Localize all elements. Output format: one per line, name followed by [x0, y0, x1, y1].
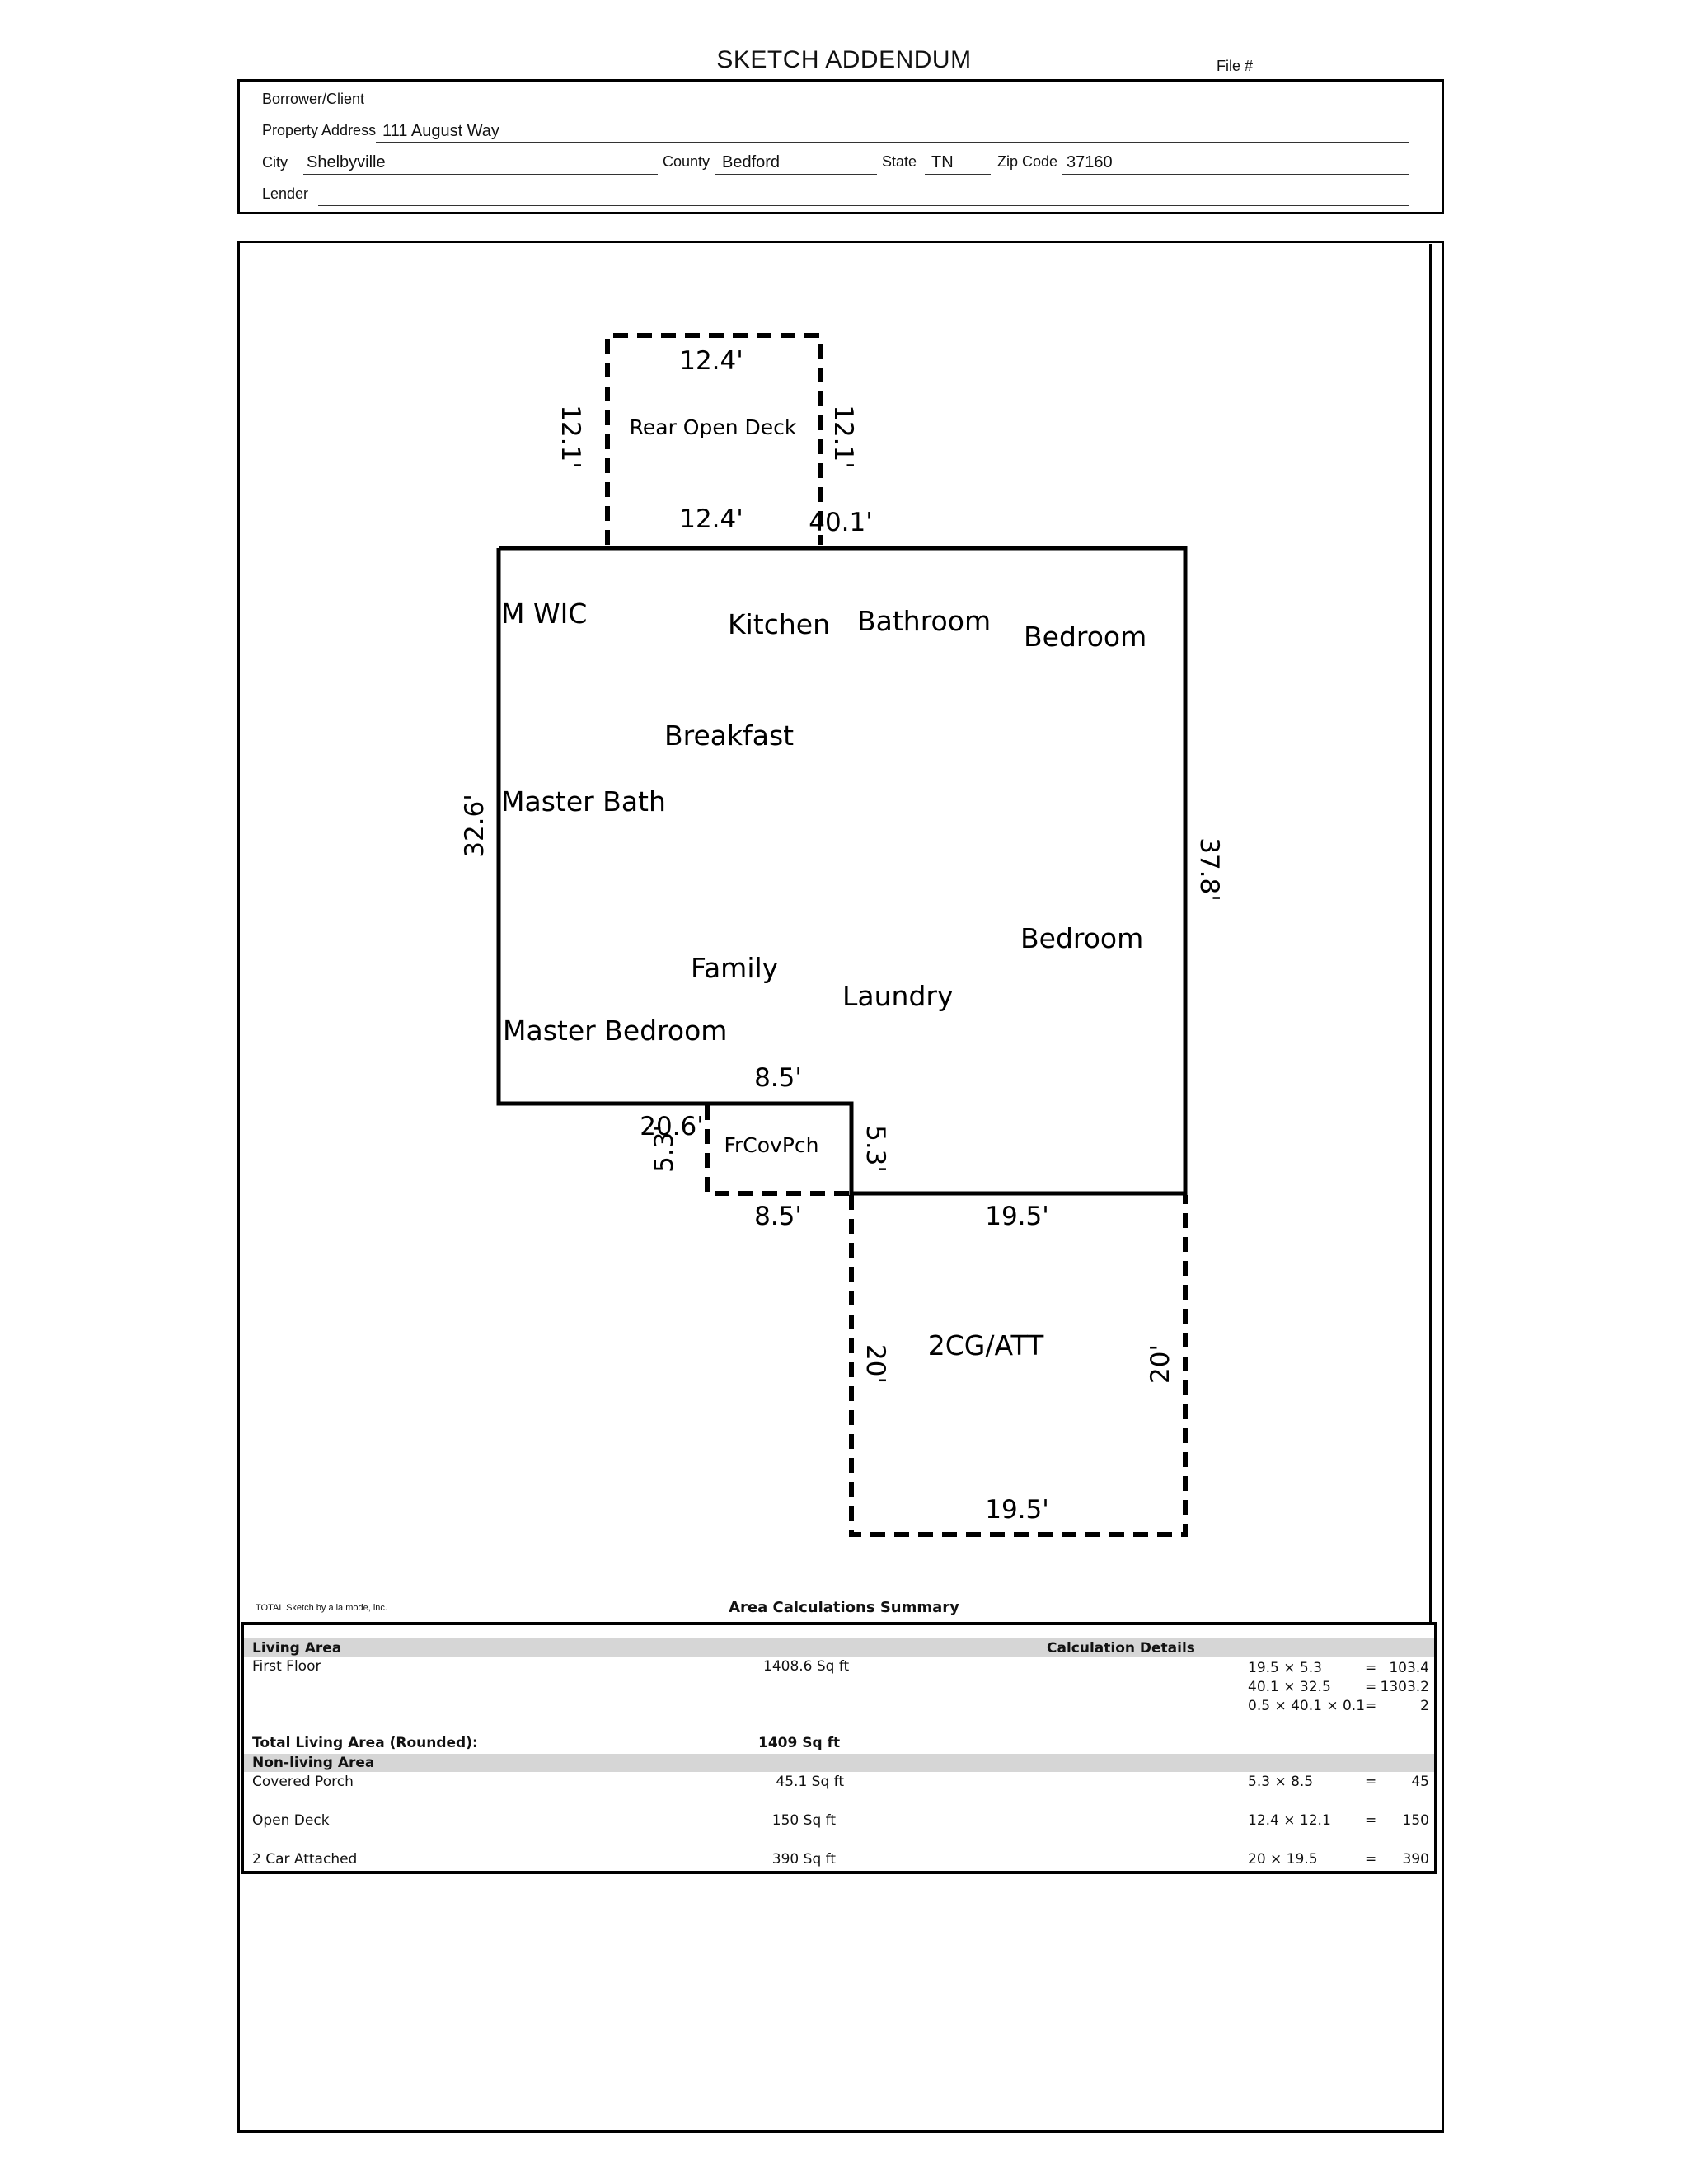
calc-eq: =	[1365, 1698, 1377, 1714]
living-area-header: Living Area	[252, 1640, 342, 1657]
room-master-bath: Master Bath	[501, 785, 666, 818]
file-number-label: File #	[1217, 58, 1254, 74]
state-label: State	[882, 153, 917, 170]
city-label: City	[262, 154, 288, 171]
dim-garage-bottom: 19.5'	[985, 1495, 1049, 1525]
page-title: SKETCH ADDENDUM	[716, 46, 972, 73]
room-family: Family	[691, 952, 778, 984]
non-living-item-result: 390	[1402, 1851, 1429, 1868]
calc-result: 1303.2	[1380, 1679, 1429, 1695]
non-living-item-expr: 20 × 19.5	[1248, 1851, 1318, 1868]
first-floor-value: 1408.6 Sq ft	[763, 1658, 850, 1675]
room-m-wic: M WIC	[501, 598, 587, 630]
area-summary-table: Living Area Calculation Details First Fl…	[241, 1622, 1437, 1874]
dim-deck-left: 12.1'	[556, 405, 585, 469]
rear-deck-outline	[605, 333, 823, 545]
room-bedroom-2: Bedroom	[1020, 922, 1143, 954]
city-value: Shelbyville	[307, 153, 386, 171]
sketch-frame	[237, 241, 1444, 2133]
non-living-item-eq: =	[1365, 1851, 1377, 1868]
non-living-item-expr: 5.3 × 8.5	[1248, 1774, 1314, 1790]
non-living-area-band	[244, 1754, 1434, 1772]
non-living-item-label: 2 Car Attached	[252, 1851, 358, 1868]
room-kitchen: Kitchen	[728, 608, 830, 640]
dim-house-left: 32.6'	[460, 794, 490, 858]
calc-result: 103.4	[1389, 1660, 1429, 1676]
dim-garage-top: 19.5'	[985, 1202, 1049, 1231]
zip-code-label: Zip Code	[997, 153, 1058, 170]
front-porch-label: FrCovPch	[724, 1133, 818, 1157]
calc-eq: =	[1365, 1660, 1377, 1676]
rear-deck-label: Rear Open Deck	[630, 415, 797, 439]
property-address-line	[376, 142, 1409, 143]
front-porch-outline	[705, 1105, 851, 1196]
zip-code-line	[1062, 174, 1409, 175]
county-value: Bedford	[722, 153, 781, 171]
non-living-item-value: 45.1 Sq ft	[776, 1774, 844, 1790]
non-living-item-result: 150	[1402, 1812, 1429, 1829]
living-area-outline	[496, 546, 1188, 1196]
dim-deck-bottom: 12.4'	[679, 504, 743, 534]
dim-porch-left: 5.3'	[649, 1125, 679, 1173]
state-line	[925, 174, 991, 175]
first-floor-label: First Floor	[252, 1658, 321, 1675]
dim-garage-right: 20'	[1146, 1344, 1175, 1384]
non-living-item-value: 150 Sq ft	[771, 1812, 836, 1829]
lender-line	[318, 205, 1409, 206]
total-living-area-value: 1409 Sq ft	[758, 1735, 841, 1751]
calc-eq: =	[1365, 1679, 1377, 1695]
room-breakfast: Breakfast	[664, 719, 794, 752]
sketch-frame-inner-edge	[1429, 244, 1432, 1625]
dim-porch-bottom: 8.5'	[754, 1202, 802, 1231]
state-value: TN	[931, 153, 954, 171]
calc-expr: 0.5 × 40.1 × 0.1	[1248, 1698, 1366, 1714]
city-line	[303, 174, 658, 175]
non-living-item-value: 390 Sq ft	[771, 1851, 836, 1868]
room-master-bedroom: Master Bedroom	[503, 1015, 727, 1047]
garage-label: 2CG/ATT	[928, 1329, 1044, 1361]
calc-expr: 40.1 × 32.5	[1248, 1679, 1331, 1695]
garage-outline	[849, 1195, 1188, 1537]
dim-deck-top: 12.4'	[679, 346, 743, 376]
calc-result: 2	[1420, 1698, 1429, 1714]
dim-house-right: 37.8'	[1194, 837, 1224, 902]
calc-expr: 19.5 × 5.3	[1248, 1660, 1322, 1676]
room-bathroom: Bathroom	[857, 605, 991, 637]
software-credit: TOTAL Sketch by a la mode, inc.	[256, 1603, 387, 1613]
property-address-label: Property Address	[262, 122, 377, 138]
non-living-area-header: Non-living Area	[252, 1755, 375, 1771]
non-living-item-expr: 12.4 × 12.1	[1248, 1812, 1331, 1829]
non-living-item-label: Open Deck	[252, 1812, 330, 1829]
header-box	[237, 79, 1444, 214]
dim-house-top: 40.1'	[809, 508, 873, 537]
living-area-band	[244, 1638, 1434, 1657]
area-summary-title: Area Calculations Summary	[729, 1599, 959, 1616]
dim-house-bottom-left: 20.6'	[640, 1112, 704, 1141]
county-label: County	[663, 153, 710, 170]
non-living-item-label: Covered Porch	[252, 1774, 354, 1790]
calculation-details-header: Calculation Details	[1047, 1640, 1195, 1657]
room-laundry: Laundry	[842, 980, 953, 1012]
dim-garage-left: 20'	[860, 1344, 890, 1384]
dim-porch-right: 5.3'	[860, 1125, 890, 1173]
total-living-area-label: Total Living Area (Rounded):	[252, 1735, 478, 1751]
borrower-label: Borrower/Client	[262, 91, 365, 107]
county-line	[715, 174, 877, 175]
room-bedroom-1: Bedroom	[1024, 621, 1146, 653]
property-address-value: 111 August Way	[382, 122, 499, 140]
dim-deck-right: 12.1'	[828, 405, 858, 469]
lender-label: Lender	[262, 185, 309, 202]
dim-porch-top: 8.5'	[754, 1063, 802, 1093]
zip-code-value: 37160	[1067, 153, 1113, 171]
non-living-item-result: 45	[1411, 1774, 1429, 1790]
non-living-item-eq: =	[1365, 1774, 1377, 1790]
non-living-item-eq: =	[1365, 1812, 1377, 1829]
